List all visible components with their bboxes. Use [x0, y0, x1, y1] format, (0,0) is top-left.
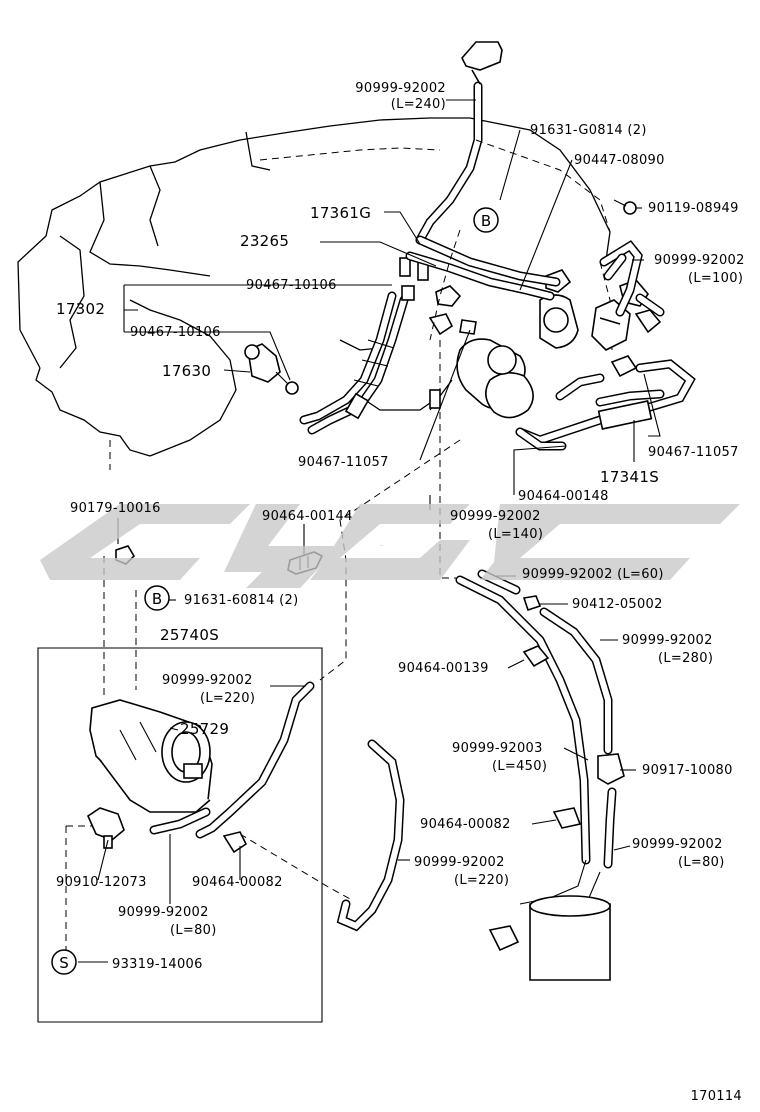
label-l36: 90999-92002: [632, 837, 723, 852]
part-labels: 90999-92002 (L=240) 91631-G0814 (2) 9044…: [56, 81, 745, 972]
label-l20: 90999-92002: [450, 509, 541, 524]
label-l23: 91631-60814 (2): [184, 593, 298, 608]
label-l32: 90999-92003: [452, 741, 543, 756]
clip-90464-00082-a: [222, 831, 248, 854]
charcoal-canister: [89, 699, 213, 813]
label-l11: 17302: [56, 300, 105, 318]
label-l30: (L=220): [200, 691, 255, 706]
label-l06: 90119-08949: [648, 201, 739, 216]
upper-hoses: [405, 81, 696, 451]
drawing-number: 170114: [691, 1089, 742, 1104]
label-l18: 90179-10016: [70, 501, 161, 516]
vsv-90910: [86, 807, 125, 849]
label-l21: (L=140): [488, 527, 543, 542]
watermark: CJGC: [40, 504, 740, 588]
label-l12: 90467-10106: [130, 325, 221, 340]
callout-s: S: [51, 949, 77, 975]
label-l04: 90447-08090: [574, 153, 665, 168]
label-l25: 25740S: [160, 626, 219, 644]
lower-right-hoses: [455, 569, 625, 981]
air-filter: [461, 41, 503, 85]
label-l33: (L=450): [492, 759, 547, 774]
callout-b-mid: B: [144, 585, 170, 611]
label-l09: (L=100): [688, 271, 743, 286]
callout-letter: B: [481, 212, 491, 230]
label-l19: 90464-00144: [262, 509, 353, 524]
callout-letter: S: [59, 954, 69, 972]
label-l39: 90464-00082: [192, 875, 283, 890]
label-l01: 90999-92002: [355, 81, 446, 96]
label-l29: 90999-92002: [162, 673, 253, 688]
leader-lines: [78, 99, 661, 963]
label-l37: (L=80): [678, 855, 725, 870]
label-l31: 25729: [180, 720, 229, 738]
canister-hoses: [149, 681, 405, 932]
label-l03: 91631-G0814 (2): [530, 123, 647, 138]
label-l17: 90464-00148: [518, 489, 609, 504]
label-l10: 90467-10106: [246, 278, 337, 293]
label-l42: 90999-92002: [118, 905, 209, 920]
label-l44: 93319-14006: [112, 957, 203, 972]
label-l22: 90999-92002 (L=60): [522, 567, 664, 582]
label-l05: 17361G: [310, 204, 371, 222]
canister-box: [37, 647, 323, 1023]
label-l28: 90464-00139: [398, 661, 489, 676]
label-l15: 90467-11057: [648, 445, 739, 460]
label-l43: (L=80): [170, 923, 217, 938]
label-l08: 90999-92002: [654, 253, 745, 268]
watermark-text: CJGC: [380, 545, 383, 547]
label-l26: 90999-92002: [622, 633, 713, 648]
callout-letter: B: [152, 590, 162, 608]
label-l27: (L=280): [658, 651, 713, 666]
label-l35: 90464-00082: [420, 817, 511, 832]
label-l38: 90910-12073: [56, 875, 147, 890]
bolt-90119: [613, 199, 637, 215]
label-l07: 23265: [240, 232, 289, 250]
callout-b-top: B: [473, 207, 499, 233]
vsv-17630: [244, 343, 299, 395]
callouts: B B S: [51, 207, 499, 975]
label-l41: (L=220): [454, 873, 509, 888]
engine-outline: [17, 117, 613, 470]
hose-assembly-17302: [299, 285, 415, 435]
label-l34: 90917-10080: [642, 763, 733, 778]
label-l02: (L=240): [391, 97, 446, 112]
label-l14: 90467-11057: [298, 455, 389, 470]
label-l13: 17630: [162, 362, 211, 380]
label-l16: 17341S: [600, 468, 659, 486]
label-l40: 90999-92002: [414, 855, 505, 870]
label-l24: 90412-05002: [572, 597, 663, 612]
